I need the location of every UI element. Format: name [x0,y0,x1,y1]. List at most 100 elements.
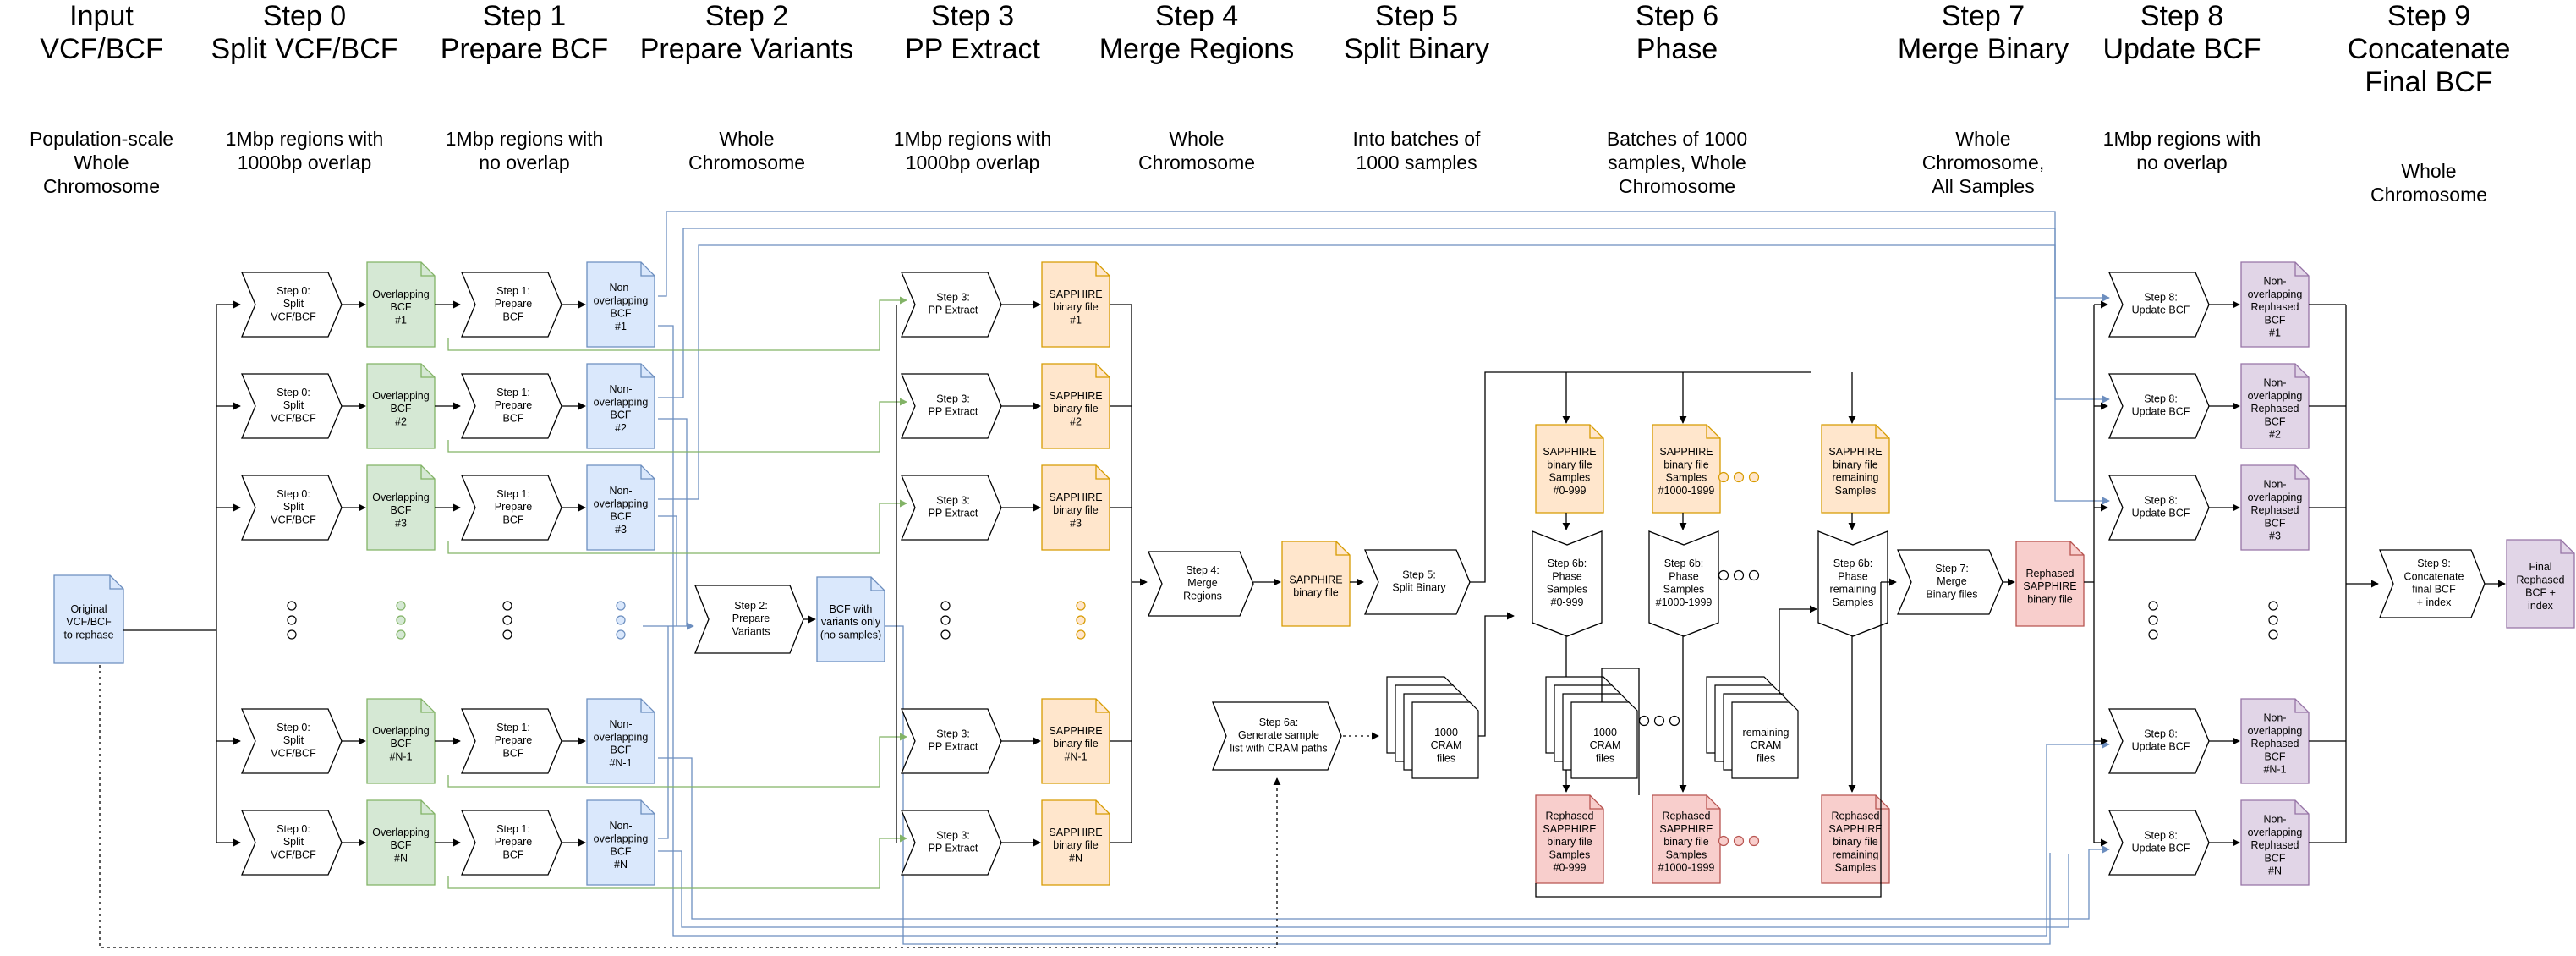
connector [1535,582,1882,898]
column-title: Step 5 Split Binary [1344,0,1489,65]
column-step0: Step 0 Split VCF/BCF 1Mbp regions with 1… [211,0,397,173]
step8-update-process: Step 8:Update BCF [2108,475,2210,541]
blue-route-line [658,515,677,626]
column-step7: Step 7 Merge Binary Whole Chromosome, Al… [1898,0,2069,197]
ellipsis-dots [940,601,951,640]
column-title: Step 8 Update BCF [2102,0,2261,65]
ellipsis-dots [1638,715,1680,727]
column-description: 1Mbp regions with 1000bp overlap [225,128,384,173]
blue-route-line [658,228,2110,404]
blue-route-line [658,244,2110,505]
column-description: Whole Chromosome [688,128,806,173]
node-label: Step 8:Update BCF [2132,495,2190,519]
node-label: Step 3:PP Extract [929,292,978,316]
green-route-line [447,398,907,453]
column-step3: Step 3 PP Extract 1Mbp regions with 1000… [894,0,1052,173]
step8-update-process: Step 8:Update BCF [2108,373,2210,439]
ellipsis-dots [1076,601,1086,640]
step3-pp-extract-process: Step 3:PP Extract [901,475,1002,541]
column-title: Step 2 Prepare Variants [639,0,854,65]
ellipsis-dots [1718,835,1760,847]
column-description: Population-scale Whole Chromosome [29,128,174,197]
blue-route-line [658,850,2069,928]
step3-pp-extract-process: Step 3:PP Extract [901,708,1002,774]
column-step1: Step 1 Prepare BCF 1Mbp regions with no … [441,0,608,173]
node-label: Step 3:PP Extract [929,393,978,418]
ellipsis-dots [2268,601,2278,640]
column-title: Step 4 Merge Regions [1099,0,1295,65]
blue-route-line [658,418,688,626]
ellipsis-dots [396,601,406,640]
column-title: Step 3 PP Extract [905,0,1040,65]
connector [1478,612,1515,737]
step8-update-process: Step 8:Update BCF [2108,810,2210,876]
green-route-line [447,834,907,889]
column-step9: Step 9 Concatenate Final BCF Whole Chrom… [2348,0,2511,206]
column-description: Batches of 1000 samples, Whole Chromosom… [1606,128,1748,197]
ellipsis-dots [1718,569,1760,581]
green-route-line [447,733,907,788]
column-description: Whole Chromosome [1137,128,1256,173]
blue-route-line [658,757,2110,920]
column-description: Whole Chromosome, All Samples [1921,128,2045,197]
column-description: 1Mbp regions with 1000bp overlap [893,128,1052,173]
step3-pp-extract-process: Step 3:PP Extract [901,272,1002,338]
step8-update-process: Step 8:Update BCF [2108,708,2210,774]
column-step8: Step 8 Update BCF 1Mbp regions with no o… [2102,0,2261,173]
ellipsis-dots [287,601,297,640]
